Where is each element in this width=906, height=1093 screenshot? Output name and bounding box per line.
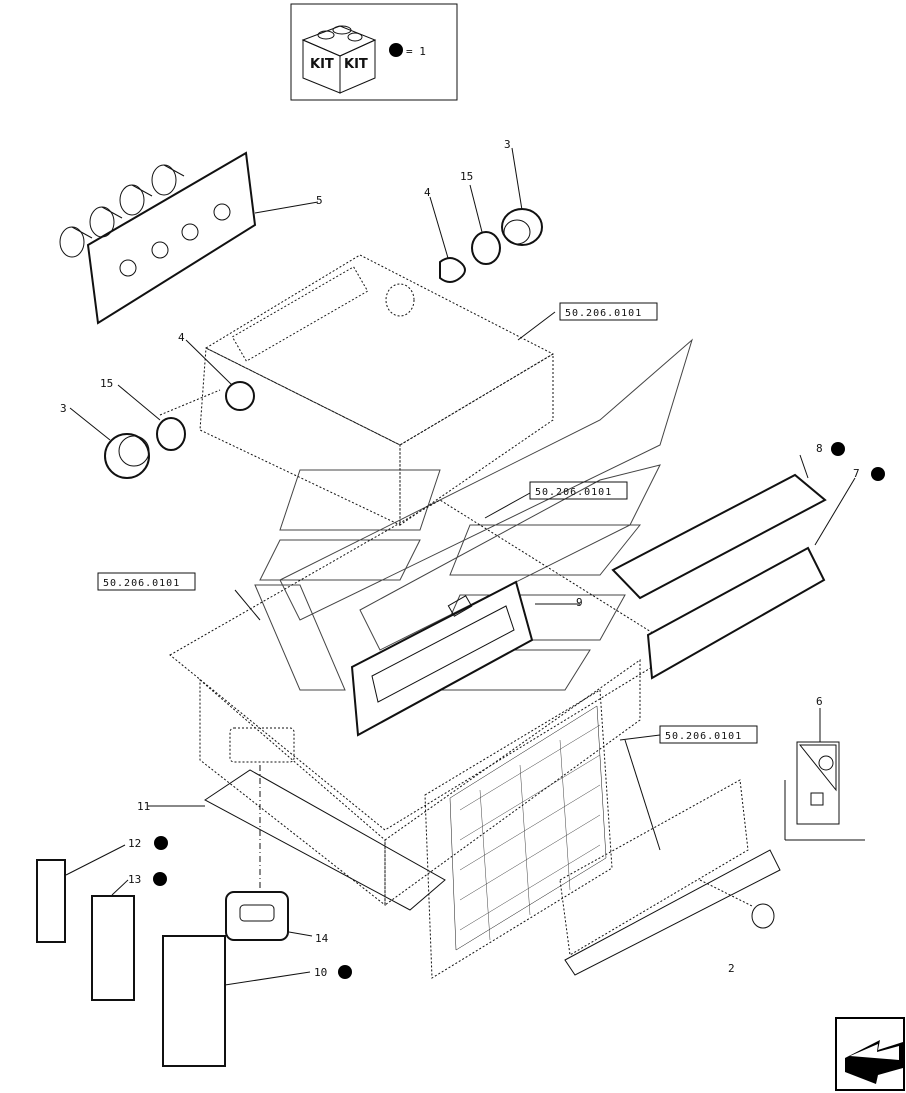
kit-legend: KIT KIT = 1 (290, 3, 458, 101)
decal-part-6 (784, 708, 865, 841)
filter-cartridge (559, 739, 781, 976)
cup-part-14 (225, 891, 313, 941)
callout-4-top: 4 (424, 186, 431, 199)
kit-label-right: KIT (344, 57, 368, 72)
strip-part-7 (646, 477, 856, 680)
callout-8: 8 (816, 442, 823, 455)
connector-plate-part-5 (59, 151, 319, 325)
seal-part-13 (91, 879, 135, 1001)
kit-dot-icon (871, 467, 885, 481)
callout-15-top: 15 (460, 170, 473, 183)
callout-2: 2 (728, 962, 735, 975)
control-box-upper (159, 254, 555, 526)
seal-part-12 (36, 844, 126, 943)
callout-14: 14 (315, 932, 329, 945)
next-page-button[interactable] (835, 1017, 905, 1091)
kit-label-left: KIT (310, 57, 334, 72)
svg-text:50.206.0101: 50.206.0101 (565, 308, 642, 319)
kit-equals-label: = 1 (406, 45, 426, 58)
callout-5: 5 (316, 194, 323, 207)
decal-icon (810, 792, 824, 806)
grommet-set-left (69, 339, 255, 479)
strip-part-8 (611, 454, 827, 600)
reference-box-1: 50.206.0101 (559, 302, 658, 321)
svg-text:50.206.0101: 50.206.0101 (665, 731, 742, 742)
control-box-base (169, 499, 681, 911)
callout-12: 12 (128, 837, 141, 850)
grommet-set-top (429, 147, 543, 283)
kit-dot-icon (338, 965, 352, 979)
callout-6: 6 (816, 695, 823, 708)
ref-leader-1 (517, 311, 556, 341)
kit-dot-icon (153, 872, 167, 886)
kit-dot-icon (154, 836, 168, 850)
kit-dot-icon (831, 442, 845, 456)
kit-box-icon: KIT KIT (301, 25, 377, 94)
callout-11: 11 (137, 800, 150, 813)
reference-box-2: 50.206.0101 (529, 481, 628, 500)
svg-text:50.206.0101: 50.206.0101 (103, 578, 180, 589)
ref-leader-4 (619, 734, 661, 741)
seal-part-10 (162, 935, 311, 1067)
callout-9: 9 (576, 596, 583, 609)
svg-text:50.206.0101: 50.206.0101 (535, 487, 612, 498)
callout-10: 10 (314, 966, 327, 979)
reference-box-3: 50.206.0101 (97, 572, 196, 591)
callout-3-top: 3 (504, 138, 511, 151)
ref-leader-3 (234, 589, 261, 621)
callout-13: 13 (128, 873, 141, 886)
next-page-arrow-icon (845, 1040, 903, 1084)
callout-7: 7 (853, 467, 860, 480)
callout-4-left: 4 (178, 331, 185, 344)
reference-box-4: 50.206.0101 (659, 725, 758, 744)
gasket-frame-part-9 (350, 580, 580, 737)
callout-3-left: 3 (60, 402, 67, 415)
kit-dot-icon (389, 43, 403, 57)
callout-15-left: 15 (100, 377, 113, 390)
ref-leader-2 (484, 492, 531, 519)
mesh-filter-panel (424, 689, 613, 979)
